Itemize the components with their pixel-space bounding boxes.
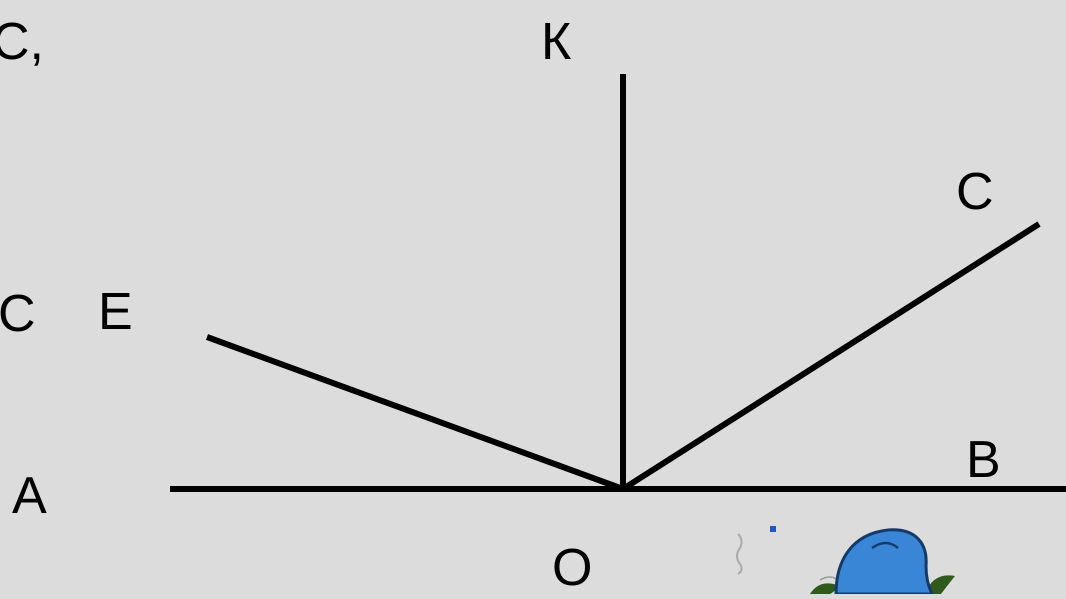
point-label-a: A [12, 467, 47, 525]
point-label-b: B [966, 431, 1001, 489]
point-label-k: К [541, 13, 572, 71]
cut-off-text-fragment: C [0, 285, 36, 343]
ray-oe [205, 334, 625, 492]
cut-off-text-fragment: C, [0, 13, 44, 71]
point-label-e: E [98, 283, 133, 341]
point-label-c: C [956, 163, 994, 221]
point-label-o: O [552, 539, 593, 597]
ray-oc [621, 221, 1041, 492]
blue-hat-character-icon [736, 526, 955, 596]
